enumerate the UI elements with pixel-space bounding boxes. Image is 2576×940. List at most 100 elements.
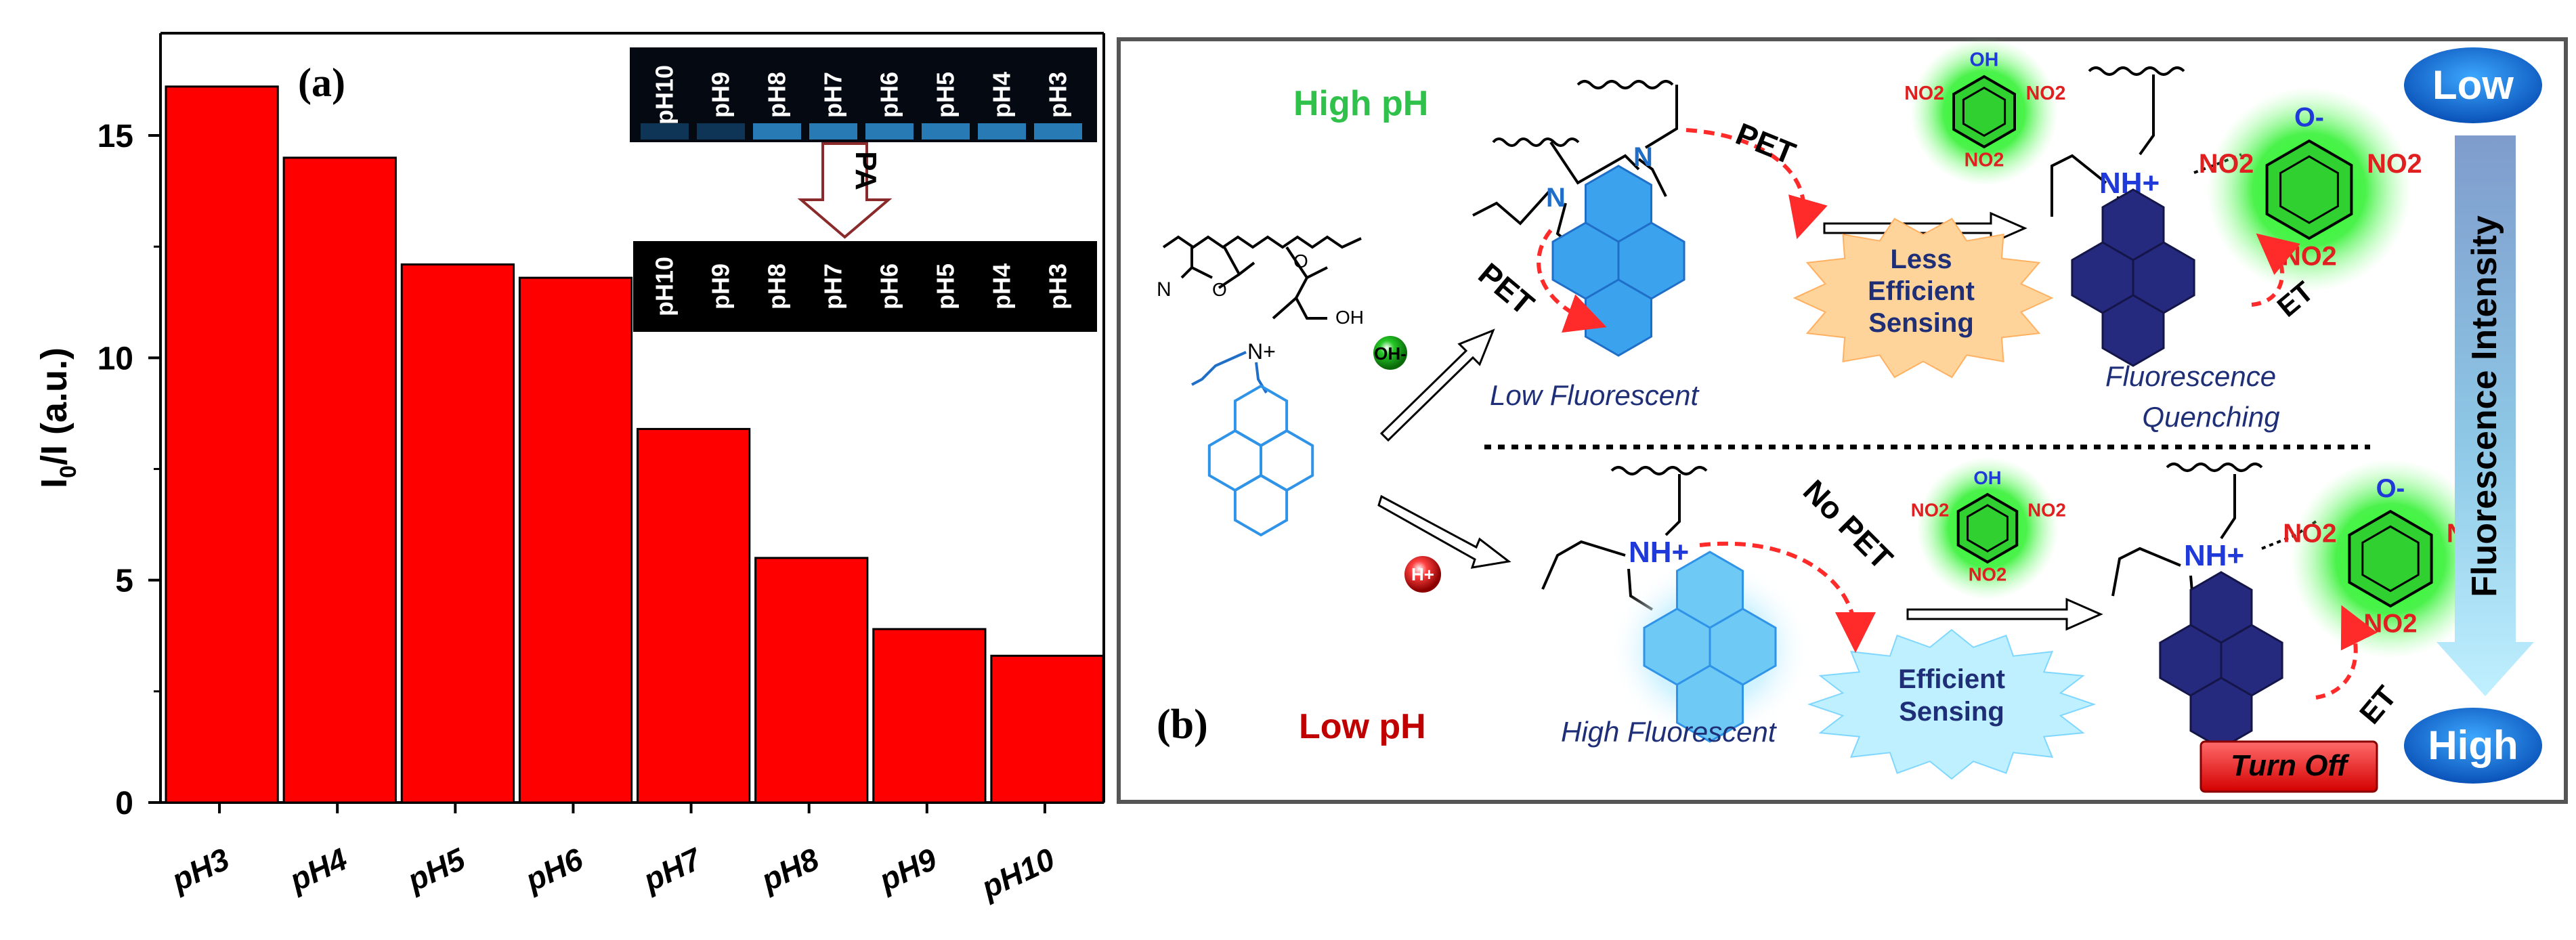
less-efficient-line2: Efficient bbox=[1868, 276, 1975, 306]
high-ph-label: High pH bbox=[1293, 84, 1428, 123]
bar-pH3 bbox=[165, 85, 279, 804]
intensity-axis-label: Fluorescence Intensity bbox=[2465, 215, 2504, 597]
high-badge-label: High bbox=[2428, 723, 2518, 768]
vial-label: pH9 bbox=[707, 72, 735, 118]
panel-b-label: (b) bbox=[1157, 702, 1208, 748]
amine-n-left: N bbox=[1546, 183, 1566, 213]
pa-arrow: PA bbox=[797, 142, 893, 239]
turn-off-label: Turn Off bbox=[2231, 749, 2350, 782]
pyrene-quenched-bottom bbox=[2159, 571, 2283, 750]
vial-label: pH5 bbox=[932, 263, 960, 309]
hydroxide-reagent: OH- bbox=[1373, 336, 1407, 370]
ammonium-middle: NH+ bbox=[1629, 536, 1689, 569]
vial-label: pH10 bbox=[651, 257, 679, 316]
low-fluorescent-label: Low Fluorescent bbox=[1490, 379, 1700, 411]
quenching-line2: Quenching bbox=[2142, 401, 2279, 433]
hydroxide-label: OH- bbox=[1374, 343, 1407, 364]
vial-label: pH6 bbox=[876, 72, 903, 118]
arrow-to-turn-off bbox=[1906, 597, 2103, 631]
benzene-ring bbox=[1952, 74, 2016, 149]
substituent-label: NO2 bbox=[1965, 150, 2004, 171]
et-arrow-bottom bbox=[2315, 605, 2378, 700]
arrow-to-low-ph bbox=[1377, 494, 1511, 569]
substituent-label: OH bbox=[1973, 467, 2001, 488]
substituent-label: NO2 bbox=[2367, 149, 2422, 179]
polymer-nplus: N+ bbox=[1247, 339, 1276, 364]
arrow-to-high-ph bbox=[1379, 328, 1495, 442]
vial-label: pH7 bbox=[819, 72, 847, 118]
aromatic-ring bbox=[1676, 664, 1744, 743]
substituent-label: NO2 bbox=[2199, 149, 2254, 179]
low-badge: Low bbox=[2404, 47, 2542, 123]
ester-o: O bbox=[1293, 251, 1308, 272]
vial-label: pH10 bbox=[651, 65, 679, 125]
aromatic-ring bbox=[2101, 294, 2165, 367]
bar-pH9 bbox=[872, 628, 987, 804]
substituent-label: NO2 bbox=[2026, 83, 2066, 104]
vial-strip-after bbox=[633, 241, 1097, 332]
vial-glow bbox=[753, 123, 801, 140]
vial-glow bbox=[978, 123, 1026, 140]
x-tick-label: pH8 bbox=[754, 841, 824, 899]
vial-glow bbox=[865, 123, 914, 140]
substituent-label: OH bbox=[1970, 49, 1999, 70]
inner-ring bbox=[2279, 155, 2339, 224]
efficient-line1: Efficient bbox=[1898, 664, 2005, 694]
quenching-line1: Fluorescence bbox=[2105, 360, 2276, 392]
substituent-label: NO2 bbox=[2283, 519, 2336, 549]
high-badge: High bbox=[2404, 708, 2542, 784]
pet-arrow-lower bbox=[1537, 229, 1607, 333]
y-tick-label: 0 bbox=[115, 786, 133, 821]
benzene-ring bbox=[1956, 492, 2019, 564]
x-tick-label: pH6 bbox=[519, 841, 588, 899]
no-pet-arrow bbox=[1699, 541, 1876, 653]
substituent-label: NO2 bbox=[1911, 500, 1950, 521]
bar-pH6 bbox=[518, 276, 633, 804]
efficient-burst: Efficient Sensing bbox=[1807, 628, 2097, 780]
efficient-line2: Sensing bbox=[1899, 697, 2004, 727]
less-efficient-burst: Less Efficient Sensing bbox=[1793, 217, 2054, 379]
y-tick-label: 15 bbox=[98, 119, 133, 154]
x-tick-label: pH4 bbox=[283, 841, 353, 899]
benzene-ring bbox=[2348, 509, 2433, 608]
vial-label: pH7 bbox=[819, 263, 847, 309]
x-tick-label: pH3 bbox=[165, 841, 235, 899]
y-axis-label: I0/I (a.u.) bbox=[34, 347, 81, 488]
substituent-label: NO2 bbox=[1969, 564, 2007, 585]
substituent-label: O- bbox=[2376, 474, 2405, 503]
vial-glow bbox=[1034, 123, 1082, 140]
et-arrow-top bbox=[2251, 233, 2300, 307]
sensing-scheme: (b) High pH Low pH N O O OH N+ OH- H+ bbox=[1117, 37, 2568, 804]
x-tick-label: pH9 bbox=[872, 841, 942, 899]
pyrene-high bbox=[1643, 551, 1777, 743]
ammonium-bottom: NH+ bbox=[2184, 539, 2244, 572]
less-efficient-line3: Sensing bbox=[1868, 308, 1974, 338]
hydroxyl-oh: OH bbox=[1335, 307, 1364, 328]
vial-glow bbox=[922, 123, 970, 140]
bar-pH5 bbox=[400, 263, 515, 804]
proton-reagent: H+ bbox=[1404, 556, 1441, 593]
vial-glow bbox=[641, 123, 689, 140]
pyrene-quenched-top bbox=[2071, 188, 2195, 367]
inner-ring bbox=[2361, 525, 2420, 593]
amide-n: N bbox=[1157, 278, 1172, 301]
substituent-label: O- bbox=[2294, 102, 2324, 132]
bar-pH4 bbox=[282, 156, 397, 804]
carbonyl-o: O bbox=[1212, 279, 1227, 300]
vial-label: pH8 bbox=[763, 72, 791, 118]
vial-label: pH5 bbox=[932, 72, 960, 118]
vial-label: pH3 bbox=[1044, 72, 1072, 118]
substituent-label: NO2 bbox=[2363, 610, 2417, 639]
pa-arrow-label: PA bbox=[849, 151, 882, 190]
vial-label: pH9 bbox=[707, 263, 735, 309]
polymer-structure bbox=[1162, 235, 1362, 320]
y-tick-label: 10 bbox=[98, 341, 133, 377]
